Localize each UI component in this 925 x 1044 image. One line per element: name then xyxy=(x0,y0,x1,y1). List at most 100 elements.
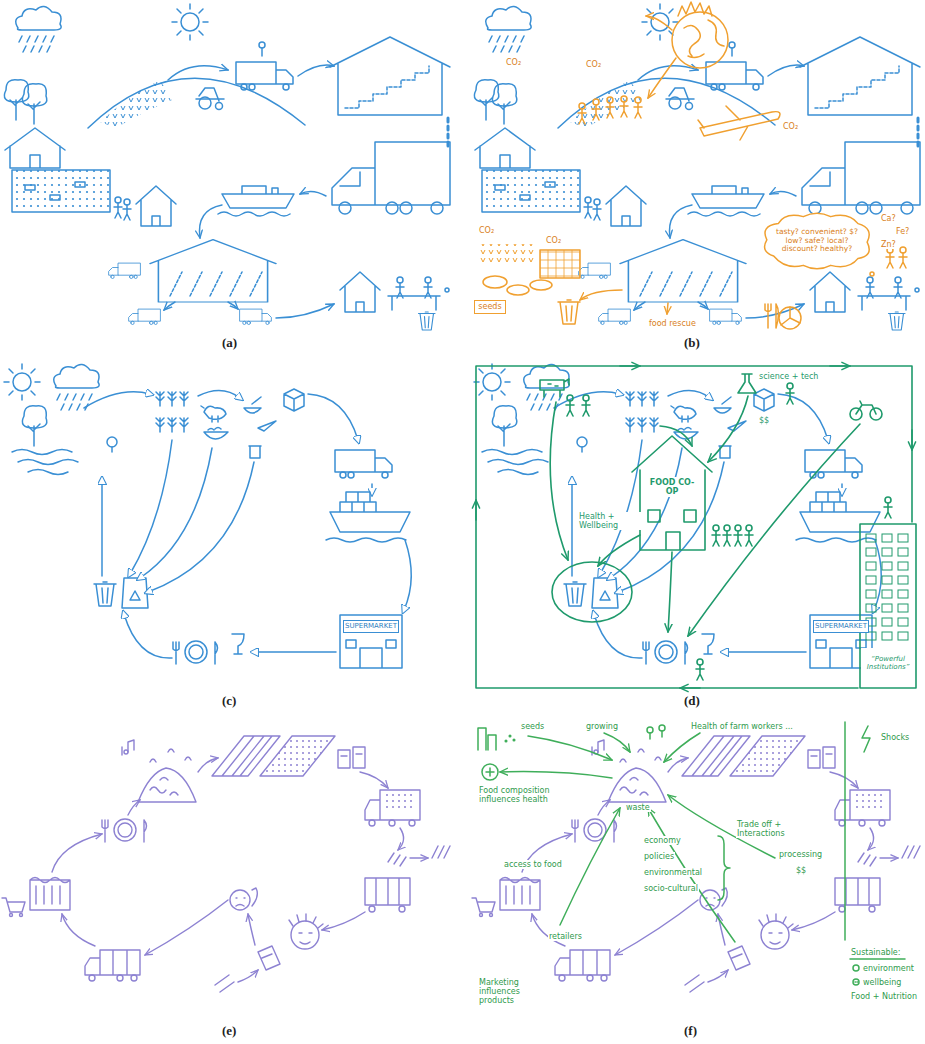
impact-overlay xyxy=(558,300,580,324)
influence-overlay xyxy=(513,739,515,741)
influence-overlay xyxy=(853,965,859,971)
institution-sign: “Powerful Institutions” xyxy=(861,648,915,678)
impact-overlay xyxy=(698,106,780,140)
impact-overlay xyxy=(648,58,676,98)
impact-overlay xyxy=(478,244,534,266)
alternative-overlay xyxy=(620,365,640,367)
alternative-overlay xyxy=(540,379,569,397)
impact-overlay xyxy=(684,20,724,58)
impact-overlay xyxy=(483,276,507,288)
impact-overlay xyxy=(765,304,779,328)
influence-overlay xyxy=(478,722,905,985)
influence-overlay xyxy=(604,733,630,752)
panel-label: (d) xyxy=(683,694,701,709)
alternative-overlay xyxy=(598,535,640,566)
impact-overlay xyxy=(886,247,894,268)
annotation: Trade off + Interactions xyxy=(736,820,796,838)
impact-overlay xyxy=(507,285,529,295)
impact-overlay xyxy=(899,247,907,268)
alternative-overlay xyxy=(734,525,742,546)
alternative-overlay xyxy=(786,383,794,404)
panel-e-sketch xyxy=(2,736,450,992)
influence-overlay xyxy=(505,740,507,742)
panel-f-sketch xyxy=(472,736,920,992)
alternative-overlay xyxy=(884,497,892,518)
sustainability-note: Food + Nutrition xyxy=(850,992,918,1001)
emission-note: CO₂ xyxy=(478,226,495,235)
influence-overlay xyxy=(482,764,498,780)
influence-overlay xyxy=(853,979,859,985)
node-text: seeds xyxy=(478,302,501,311)
emission-note: CO₂ xyxy=(782,122,799,131)
influence-overlay xyxy=(855,981,858,983)
alternative-overlay xyxy=(582,395,590,416)
annotation: access to food xyxy=(503,860,563,869)
sustainability-note: environment xyxy=(862,964,915,973)
annotation: growing xyxy=(585,722,619,731)
impact-overlay xyxy=(779,307,801,329)
alternative-overlay xyxy=(864,530,912,642)
impact-overlay xyxy=(781,307,800,325)
money-note: $$ xyxy=(758,416,770,425)
alternative-overlay xyxy=(856,401,876,414)
nutrient-note: Zn? xyxy=(880,240,897,249)
influence-overlay xyxy=(500,772,612,778)
money-note: $$ xyxy=(795,866,807,875)
impact-overlay xyxy=(580,290,622,300)
annotation: food rescue xyxy=(648,319,697,328)
alternative-overlay xyxy=(738,374,756,393)
alternative-overlay xyxy=(668,552,672,632)
panel-b-sketch xyxy=(474,4,920,330)
impact-overlay xyxy=(620,96,628,117)
annotation: seeds xyxy=(520,722,545,731)
alternative-overlay xyxy=(712,525,720,546)
node-text: tasty? convenient? $? low? safe? local? … xyxy=(775,228,859,254)
annotation: Marketing influences products xyxy=(478,978,555,1006)
panel-a-sketch xyxy=(4,4,450,330)
impact-overlay xyxy=(592,99,600,120)
influence-overlay xyxy=(478,728,496,750)
alternative-overlay xyxy=(475,500,477,520)
alternative-overlay xyxy=(566,395,574,416)
impact-overlay xyxy=(634,97,642,118)
impact-overlay xyxy=(478,2,907,329)
node-text: FOOD CO-OP xyxy=(644,478,700,496)
panel-label: (e) xyxy=(221,1024,237,1039)
factor-item: economy xyxy=(643,836,682,845)
influence-overlay xyxy=(528,736,612,760)
influence-overlay xyxy=(650,731,662,739)
alternative-overlay xyxy=(723,525,731,546)
alternative-overlay xyxy=(552,562,632,622)
emission-note: CO₂ xyxy=(545,236,562,245)
node-text: SUPERMARKET xyxy=(345,622,397,630)
alternative-overlay xyxy=(550,402,568,560)
annotation: Health of farm workers ... xyxy=(690,722,794,731)
influence-overlay xyxy=(560,808,620,925)
supermarket-sign: SUPERMARKET xyxy=(343,620,399,633)
seed-packet: seeds xyxy=(474,300,506,314)
influence-overlay xyxy=(718,836,730,900)
alternative-overlay xyxy=(696,659,704,680)
impact-overlay xyxy=(606,97,614,118)
influence-overlay xyxy=(509,735,511,737)
influence-overlay xyxy=(844,722,846,940)
annotation: science + tech xyxy=(758,372,819,381)
annotation: Shocks xyxy=(880,733,910,742)
influence-overlay xyxy=(486,768,494,776)
bubble-outline xyxy=(765,213,870,269)
impact-overlay xyxy=(870,272,874,276)
alternative-overlay xyxy=(632,436,712,550)
nutrient-note: Ca? xyxy=(880,214,897,223)
impact-overlay xyxy=(530,280,552,290)
node-text: “Powerful Institutions” xyxy=(863,655,913,671)
panel-c-sketch xyxy=(4,364,411,668)
annotation: Food composition influences health xyxy=(478,786,552,804)
impact-overlay xyxy=(646,16,672,30)
annotation: processing xyxy=(778,850,823,859)
sustainability-note: wellbeing xyxy=(862,978,902,987)
food-coop-sign: FOOD CO-OP xyxy=(642,477,702,497)
thought-bubble: tasty? convenient? $? low? safe? local? … xyxy=(760,212,874,270)
panel-d-sketch xyxy=(474,364,881,668)
